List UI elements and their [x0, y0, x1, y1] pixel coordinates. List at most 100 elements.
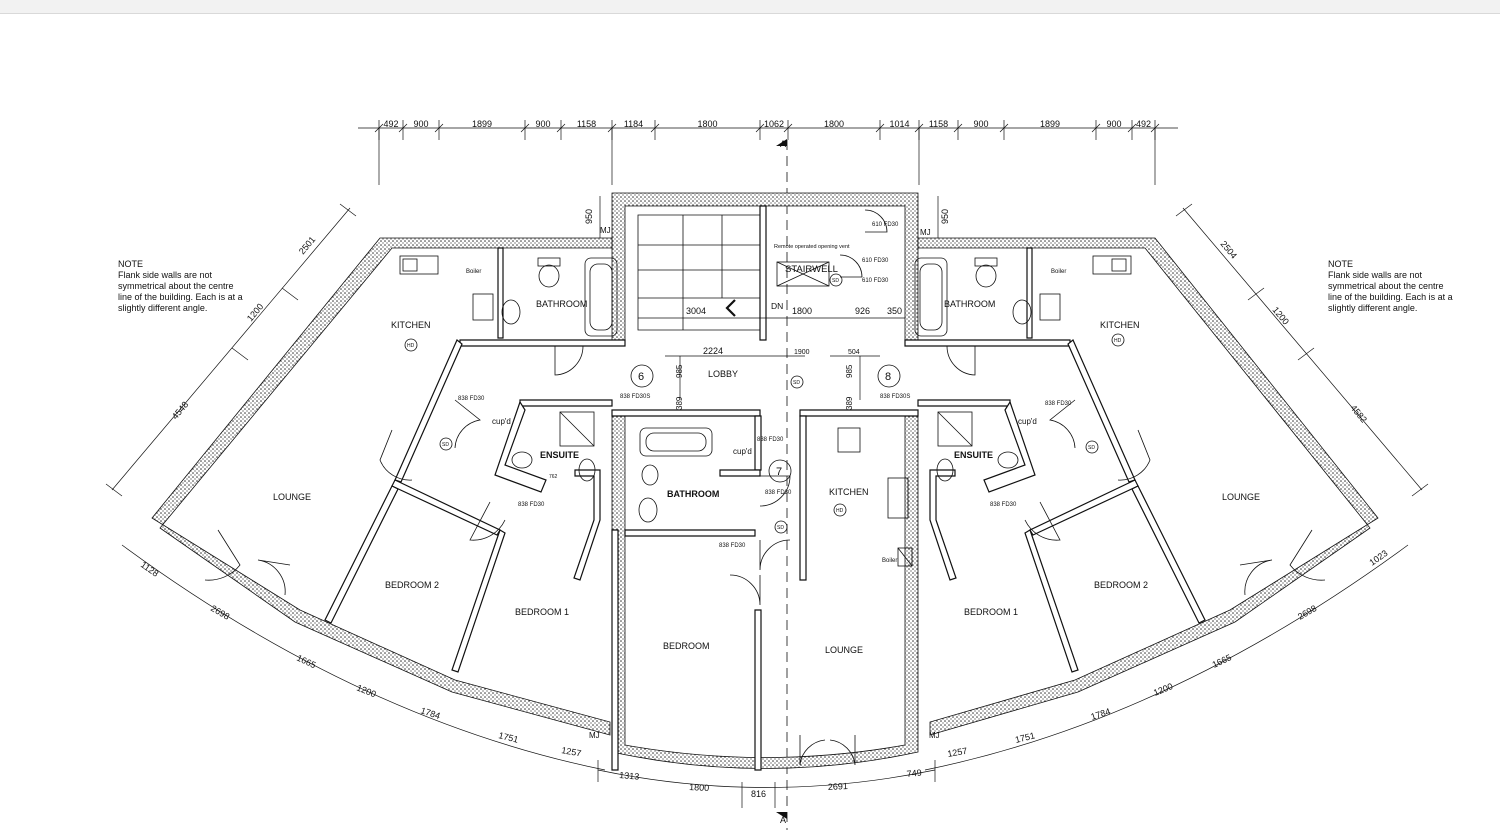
door-label: 762 [549, 474, 558, 480]
flat-number-6: 6 [638, 371, 644, 383]
note-left: NOTE Flank side walls are not symmetrica… [118, 259, 248, 314]
note-heading: NOTE [1328, 259, 1354, 269]
dimension-label: 749 [906, 767, 922, 779]
top-dimension-label: 492 [1136, 119, 1151, 129]
room-label: LOUNGE [825, 645, 863, 655]
door-label: 838 FD30 [719, 543, 746, 549]
dimension-label: 350 [887, 306, 902, 316]
dimension-label: 2501 [297, 235, 318, 257]
top-dimension-chain [358, 120, 1178, 185]
room-label: BEDROOM 1 [964, 607, 1018, 617]
dimension-label: 926 [855, 306, 870, 316]
room-label: KITCHEN [391, 320, 431, 330]
window-top-bar [0, 0, 1500, 14]
top-dimension-label: 1800 [824, 119, 844, 129]
top-dimension-label: 1062 [764, 119, 784, 129]
dimension-label: 1751 [1014, 730, 1036, 745]
room-label: BEDROOM [663, 641, 710, 651]
smoke-detector-label: SD [1088, 445, 1095, 451]
dimension-label: 1665 [1211, 652, 1233, 670]
note-body: Flank side walls are not symmetrical abo… [1328, 270, 1453, 313]
room-label: BEDROOM 2 [385, 580, 439, 590]
interior-dimension-lines [599, 196, 939, 400]
dimension-label: 389 [845, 396, 854, 410]
boiler-label: Boiler [1051, 269, 1066, 275]
door-label: 838 FD30S [620, 394, 650, 400]
top-dimension-label: 900 [413, 119, 428, 129]
dimension-label: 2504 [1218, 239, 1239, 261]
smoke-detector-label: SD [793, 380, 800, 386]
door-label: 838 FD30 [990, 502, 1017, 508]
room-label: BEDROOM 1 [515, 607, 569, 617]
room-label: KITCHEN [829, 487, 869, 497]
top-dimension-label: 1899 [1040, 119, 1060, 129]
top-dimension-label: 492 [383, 119, 398, 129]
door-label: 610 FD30 [862, 278, 889, 284]
top-dimension-label: 1158 [577, 119, 596, 129]
room-label: LOUNGE [273, 492, 311, 502]
movement-joint-label: MJ [929, 731, 940, 740]
smoke-detector-label: SD [777, 525, 784, 531]
room-label: KITCHEN [1100, 320, 1140, 330]
bottom-dimension-lines [121, 544, 1409, 808]
door-label: 610 FD30 [862, 258, 889, 264]
door-label: 838 FD30 [458, 396, 485, 402]
top-dimension-labels: 492 900 1899 900 1158 1184 1800 1062 1800 1014 115… [383, 119, 1151, 129]
room-label: ENSUITE [954, 450, 993, 460]
dimension-label: 950 [940, 209, 950, 224]
dimension-label: 950 [584, 209, 594, 224]
room-label: BATHROOM [944, 299, 995, 309]
boiler-label: Boiler [882, 558, 897, 564]
note-right: NOTE Flank side walls are not symmetrica… [1328, 259, 1458, 314]
section-label-bottom: A [780, 815, 786, 825]
dimension-label: 1023 [1367, 548, 1389, 568]
movement-joint-label: MJ [589, 731, 600, 740]
door-label: 610 FD30 [872, 222, 899, 228]
room-label: BEDROOM 2 [1094, 580, 1148, 590]
dimension-label: 1900 [794, 349, 810, 356]
top-dimension-label: 900 [535, 119, 550, 129]
flat-number-7: 7 [776, 466, 782, 478]
dimension-label: 1800 [792, 306, 812, 316]
internal-walls [324, 205, 1206, 771]
movement-joint-label: MJ [600, 226, 611, 235]
dimension-label: 3004 [686, 306, 706, 316]
top-dimension-label: 1800 [697, 119, 717, 129]
dimension-label: 1665 [295, 653, 317, 671]
section-label-top: A [780, 139, 786, 149]
heat-detector-label: HD [1114, 338, 1122, 344]
smoke-detector-label: SD [442, 442, 449, 448]
heat-detector-label: HD [407, 343, 415, 349]
top-dimension-label: 1158 [929, 119, 948, 129]
dimension-label: 4582 [1348, 403, 1369, 425]
cupboard-label: cup'd [492, 417, 511, 426]
room-label: STAIRWELL [785, 264, 838, 275]
dimension-label: 504 [848, 349, 860, 356]
side-dimension-lines [105, 203, 1429, 497]
dimension-label: 1784 [1090, 706, 1112, 722]
note-body: Flank side walls are not symmetrical abo… [118, 270, 243, 313]
stair-down-label: DN [771, 301, 783, 311]
heat-detector-label: HD [836, 508, 844, 514]
interior-dimension-labels: 3004 1800 926 350 2224 1900 504 985 985 … [584, 209, 950, 410]
dimension-label: 816 [751, 789, 766, 799]
top-dimension-label: 1184 [624, 119, 643, 129]
room-label: BATHROOM [536, 299, 587, 309]
room-label: LOUNGE [1222, 492, 1260, 502]
door-label: 838 FD30 [757, 437, 784, 443]
dimension-label: 2698 [1296, 603, 1318, 622]
top-dimension-label: 1014 [889, 119, 909, 129]
room-label: BATHROOM [667, 489, 719, 499]
small-labels: cup'd cup'd cup'd Boiler Boiler Boiler R… [407, 222, 1122, 740]
dimension-label: 1257 [561, 745, 582, 758]
dimension-label: 2224 [703, 346, 723, 356]
dimension-label: 1200 [1152, 681, 1174, 698]
fixtures [204, 209, 1326, 766]
dimension-label: 1200 [1270, 305, 1291, 327]
flat-numbers: 6 7 8 [638, 371, 891, 478]
door-label: 838 FD30 [1045, 401, 1072, 407]
dimension-label: 389 [675, 396, 684, 410]
boiler-label: Boiler [466, 269, 481, 275]
cupboard-label: cup'd [1018, 417, 1037, 426]
